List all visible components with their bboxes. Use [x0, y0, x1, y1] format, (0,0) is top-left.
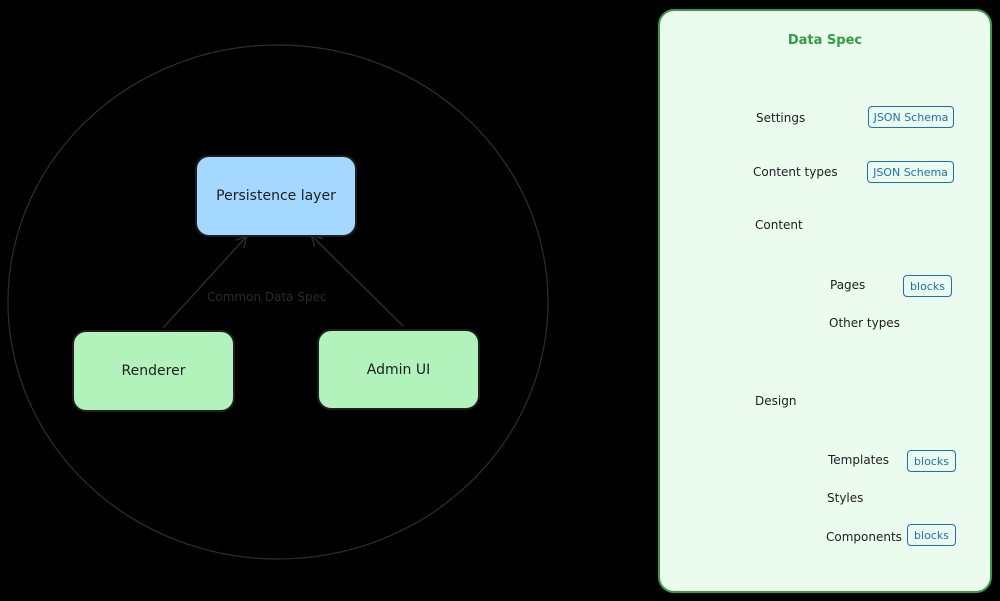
tree-item-components[interactable]: Components	[826, 530, 902, 544]
tree-item-settings[interactable]: Settings	[756, 111, 806, 125]
renderer-label: Renderer	[121, 363, 186, 379]
tag-pages-blocks[interactable]: blocks	[903, 275, 952, 297]
persistence-layer-label: Persistence layer	[216, 188, 336, 204]
common-data-spec-circle	[7, 44, 549, 560]
admin-ui-label: Admin UI	[366, 361, 431, 378]
admin-ui-node[interactable]: Admin UI	[317, 329, 480, 410]
tag-settings-json-schema[interactable]: JSON Schema	[868, 106, 954, 128]
tree-item-templates[interactable]: Templates	[828, 453, 890, 467]
arrow-admin-to-persistence	[312, 236, 404, 327]
persistence-layer-node[interactable]: Persistence layer	[195, 155, 357, 237]
tree-item-content-types[interactable]: Content types	[753, 165, 838, 179]
tree-item-content[interactable]: Content	[755, 218, 803, 232]
common-data-spec-label: Common Data Spec	[207, 290, 327, 304]
tree-item-pages[interactable]: Pages	[830, 278, 866, 292]
tree-item-styles[interactable]: Styles	[827, 491, 864, 505]
tag-content-types-json-schema[interactable]: JSON Schema	[867, 161, 954, 183]
renderer-node[interactable]: Renderer	[72, 330, 235, 412]
tag-templates-blocks[interactable]: blocks	[907, 450, 956, 472]
tree-item-other-types[interactable]: Other types	[829, 316, 900, 330]
data-spec-panel[interactable]: Data Spec	[658, 9, 992, 593]
tree-item-design[interactable]: Design	[755, 394, 797, 408]
tag-components-blocks[interactable]: blocks	[907, 524, 956, 546]
arrow-renderer-to-persistence	[162, 237, 246, 329]
data-spec-title: Data Spec	[787, 33, 863, 48]
